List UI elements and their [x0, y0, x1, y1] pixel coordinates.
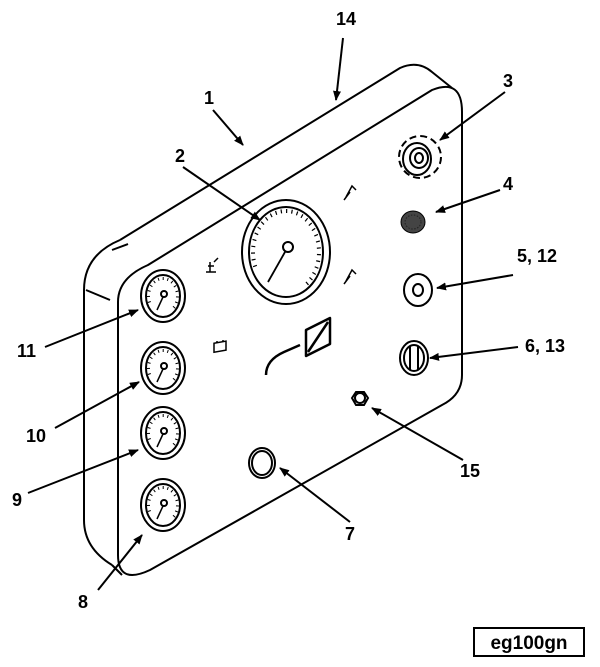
switch-6-13 — [399, 340, 429, 376]
callout-9: 9 — [12, 490, 22, 510]
manufacturer-logo — [264, 316, 332, 376]
figure-code: eg100gn — [490, 633, 567, 654]
hex-nut-15 — [350, 391, 370, 406]
gauge-10 — [140, 341, 186, 395]
panel-left-back-edge — [83, 239, 121, 566]
button-7 — [248, 447, 276, 479]
battery-icon — [213, 340, 227, 354]
callout-4: 4 — [503, 174, 513, 194]
callout-1: 1 — [204, 88, 214, 108]
gauge-11 — [140, 269, 186, 323]
horn-grille-4 — [400, 210, 426, 234]
temperature-icon — [206, 257, 219, 273]
figure-code-box: eg100gn — [473, 627, 585, 657]
main-gauge-ticks — [250, 208, 321, 286]
panel-front-face — [117, 85, 463, 576]
panel-corner-edge — [111, 564, 123, 576]
callout-6-13: 6, 13 — [525, 336, 565, 356]
callout-5-12: 5, 12 — [517, 246, 557, 266]
callout-15: 15 — [460, 461, 480, 481]
indicator-symbol-upper — [343, 184, 357, 201]
lamp-5-12 — [403, 273, 433, 307]
callout-2: 2 — [175, 146, 185, 166]
callout-10: 10 — [26, 426, 46, 446]
gauge-9 — [140, 406, 186, 460]
callout-14: 14 — [336, 9, 356, 29]
callout-11: 11 — [17, 341, 36, 361]
panel-back-edge — [119, 63, 453, 241]
leader-lines — [27, 37, 519, 591]
gauge-8 — [140, 478, 186, 532]
panel-body — [83, 63, 463, 576]
main-gauge — [241, 199, 331, 305]
callout-8: 8 — [78, 592, 88, 612]
indicator-symbol-lower — [343, 268, 357, 285]
callout-3: 3 — [503, 71, 513, 91]
panel-edge-tick-1 — [111, 243, 129, 251]
panel-edge-tick-2 — [85, 289, 111, 301]
callout-7: 7 — [345, 524, 355, 544]
switch-3 — [398, 135, 442, 179]
